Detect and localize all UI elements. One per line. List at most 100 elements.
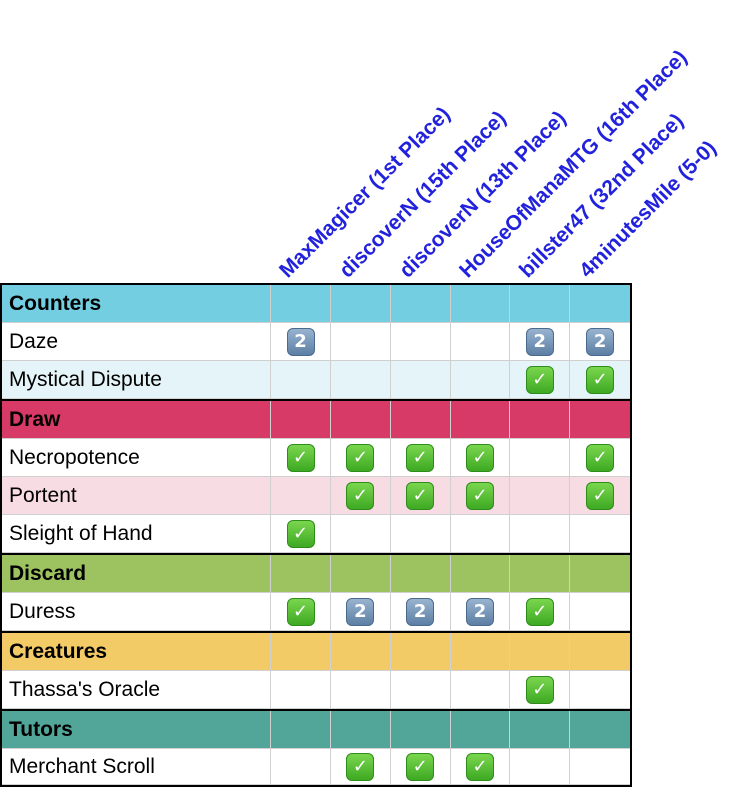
category-blank-cell: [570, 711, 631, 749]
mark-cell: ✓: [450, 477, 511, 515]
category-blank-cell: [271, 555, 331, 593]
mark-cell: [450, 671, 511, 709]
check-mark-icon: ✓: [346, 752, 375, 781]
mark-cell: ✓: [390, 439, 451, 477]
category-blank-cell: [450, 401, 511, 439]
category-label: Draw: [2, 401, 272, 439]
column-header-area: MaxMagicer (1st Place)discoverN (15th Pl…: [0, 0, 744, 283]
mark-cell: ✓: [510, 671, 571, 709]
category-blank-cell: [450, 711, 511, 749]
mark-cell: [271, 477, 331, 515]
card-row: Portent✓✓✓✓: [0, 477, 632, 515]
check-mark-icon: ✓: [406, 443, 435, 472]
check-mark-icon: ✓: [525, 365, 554, 394]
mark-cell: [510, 515, 571, 553]
mark-cell: [570, 515, 631, 553]
mark-cell: ✓: [330, 749, 391, 785]
category-blank-cell: [271, 711, 331, 749]
mark-cell: [450, 361, 511, 399]
category-blank-cell: [510, 711, 571, 749]
column-header-3: HouseOfManaMTG (16th Place): [455, 45, 692, 283]
category-blank-cell: [510, 401, 571, 439]
card-row: Thassa's Oracle ✓: [0, 671, 632, 709]
mark-cell: [570, 593, 631, 631]
mark-cell: [510, 749, 571, 785]
mark-cell: 2: [570, 323, 631, 361]
category-blank-cell: [570, 555, 631, 593]
category-blank-cell: [570, 401, 631, 439]
check-mark-icon: ✓: [466, 752, 494, 781]
mark-cell: [330, 361, 391, 399]
mark-cell: [390, 671, 451, 709]
mark-cell: [570, 671, 631, 709]
mark-cell: ✓: [390, 477, 451, 515]
card-name: Thassa's Oracle: [2, 671, 272, 709]
category-blank-cell: [330, 711, 391, 749]
mark-cell: [330, 323, 391, 361]
mark-cell: [390, 515, 451, 553]
mark-cell: [330, 515, 391, 553]
mark-cell: ✓: [570, 361, 631, 399]
card-name: Mystical Dispute: [2, 361, 272, 399]
card-name: Daze: [2, 323, 272, 361]
mark-cell: [450, 515, 511, 553]
mark-cell: ✓: [330, 477, 391, 515]
category-blank-cell: [271, 401, 331, 439]
check-mark-icon: ✓: [346, 481, 375, 510]
category-blank-cell: [330, 555, 391, 593]
category-label: Counters: [2, 285, 272, 323]
check-mark-icon: ✓: [586, 481, 615, 510]
category-label: Creatures: [2, 633, 272, 671]
mark-cell: [510, 477, 571, 515]
mark-cell: 2: [390, 593, 451, 631]
mark-cell: [510, 439, 571, 477]
category-blank-cell: [510, 633, 571, 671]
category-blank-cell: [510, 555, 571, 593]
card-name: Merchant Scroll: [2, 749, 272, 785]
card-name: Duress: [2, 593, 272, 631]
check-mark-icon: ✓: [586, 443, 615, 472]
category-row: Tutors: [0, 709, 632, 749]
category-blank-cell: [390, 555, 451, 593]
mark-cell: [271, 749, 331, 785]
mark-cell: [570, 749, 631, 785]
category-blank-cell: [390, 285, 451, 323]
category-blank-cell: [330, 285, 391, 323]
category-blank-cell: [271, 633, 331, 671]
check-mark-icon: ✓: [525, 675, 554, 704]
card-name: Sleight of Hand: [2, 515, 272, 553]
number-two-icon: 2: [406, 597, 435, 626]
mark-cell: 2: [510, 323, 571, 361]
category-row: Counters: [0, 283, 632, 323]
check-mark-icon: ✓: [286, 597, 315, 626]
category-row: Discard: [0, 553, 632, 593]
category-blank-cell: [450, 555, 511, 593]
check-mark-icon: ✓: [406, 481, 435, 510]
category-blank-cell: [330, 633, 391, 671]
check-mark-icon: ✓: [286, 519, 315, 548]
check-mark-icon: ✓: [466, 443, 494, 472]
category-blank-cell: [390, 633, 451, 671]
number-two-icon: 2: [466, 597, 494, 626]
mark-cell: 2: [330, 593, 391, 631]
card-row: Mystical Dispute ✓ ✓: [0, 361, 632, 399]
category-blank-cell: [390, 401, 451, 439]
category-blank-cell: [450, 633, 511, 671]
category-blank-cell: [510, 285, 571, 323]
check-mark-icon: ✓: [406, 752, 435, 781]
mark-cell: [271, 671, 331, 709]
card-row: Sleight of Hand ✓: [0, 515, 632, 553]
category-blank-cell: [271, 285, 331, 323]
mark-cell: ✓: [450, 439, 511, 477]
number-two-icon: 2: [286, 327, 315, 356]
mark-cell: ✓: [510, 361, 571, 399]
mark-cell: ✓: [271, 593, 331, 631]
check-mark-icon: ✓: [466, 481, 494, 510]
check-mark-icon: ✓: [286, 443, 315, 472]
category-blank-cell: [570, 285, 631, 323]
card-name: Necropotence: [2, 439, 272, 477]
category-label: Discard: [2, 555, 272, 593]
category-row: Draw: [0, 399, 632, 439]
